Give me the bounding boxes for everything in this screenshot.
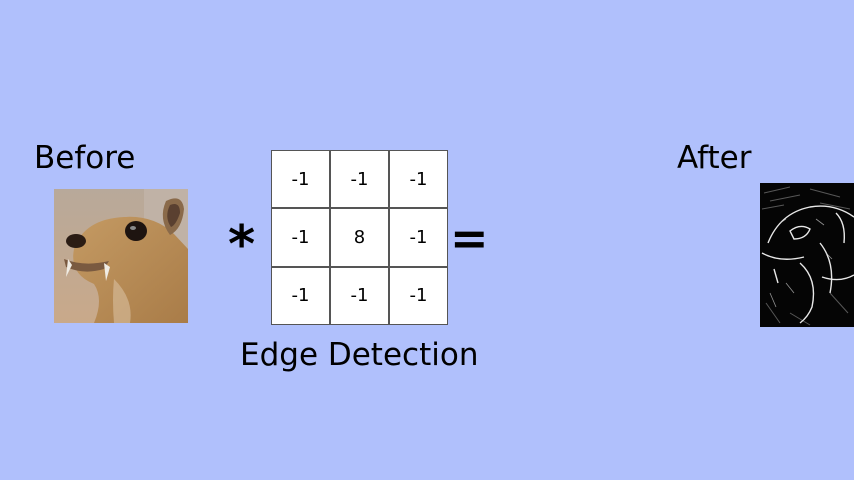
after-image — [760, 183, 854, 327]
equals-operator: = — [450, 211, 489, 265]
kernel-cell: -1 — [331, 267, 388, 324]
kernel-cell: -1 — [272, 151, 329, 208]
kernel-cell: -1 — [390, 151, 447, 208]
kernel-cell: -1 — [272, 209, 329, 266]
kernel-cell: 8 — [331, 209, 388, 266]
convolution-operator: * — [228, 215, 256, 275]
squirrel-photo — [54, 189, 188, 323]
kernel-matrix: -1 -1 -1 -1 8 -1 -1 -1 -1 — [271, 150, 448, 325]
kernel-title: Edge Detection — [240, 337, 479, 373]
kernel-cell: -1 — [331, 151, 388, 208]
kernel-cell: -1 — [390, 209, 447, 266]
kernel-cell: -1 — [390, 267, 447, 324]
before-image — [54, 189, 188, 323]
kernel-cell: -1 — [272, 267, 329, 324]
before-label: Before — [34, 140, 136, 176]
after-label: After — [677, 140, 752, 176]
edge-detected-photo — [760, 183, 854, 327]
